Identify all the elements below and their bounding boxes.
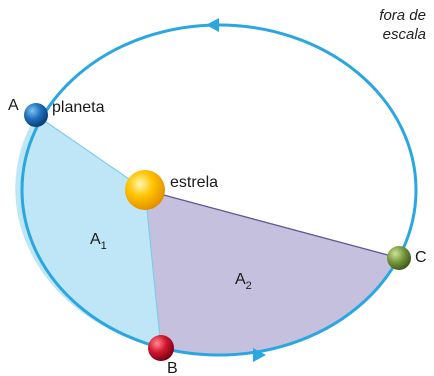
label-star: estrela bbox=[170, 174, 218, 191]
label-area-a2-letter: A bbox=[235, 271, 246, 288]
planet-b-icon bbox=[148, 335, 174, 361]
label-point-a: A bbox=[8, 97, 19, 114]
area-a1-sector bbox=[15, 115, 162, 348]
label-point-c: C bbox=[415, 249, 427, 266]
orbit-arrow-bottom-icon bbox=[253, 348, 266, 362]
label-planet: planeta bbox=[52, 99, 105, 116]
star-icon bbox=[125, 170, 165, 210]
label-point-b: B bbox=[167, 360, 178, 376]
label-area-a1-letter: A bbox=[90, 231, 101, 248]
radius-line-c bbox=[144, 189, 400, 259]
scale-note: fora de escala bbox=[336, 6, 426, 44]
scale-note-line-1: fora de bbox=[379, 7, 426, 24]
label-area-a1: A1 bbox=[90, 231, 107, 252]
label-area-a2-sub: 2 bbox=[246, 280, 252, 292]
planet-a-icon bbox=[24, 103, 48, 127]
orbit-arrow-top-icon bbox=[206, 18, 219, 32]
radius-line-a bbox=[35, 114, 146, 191]
area-a2-sector bbox=[145, 190, 399, 356]
label-area-a2: A2 bbox=[235, 271, 252, 292]
scale-note-line-2: escala bbox=[382, 26, 426, 43]
planet-c-icon bbox=[387, 246, 411, 270]
radius-line-b bbox=[144, 189, 162, 349]
label-area-a1-sub: 1 bbox=[101, 240, 107, 252]
